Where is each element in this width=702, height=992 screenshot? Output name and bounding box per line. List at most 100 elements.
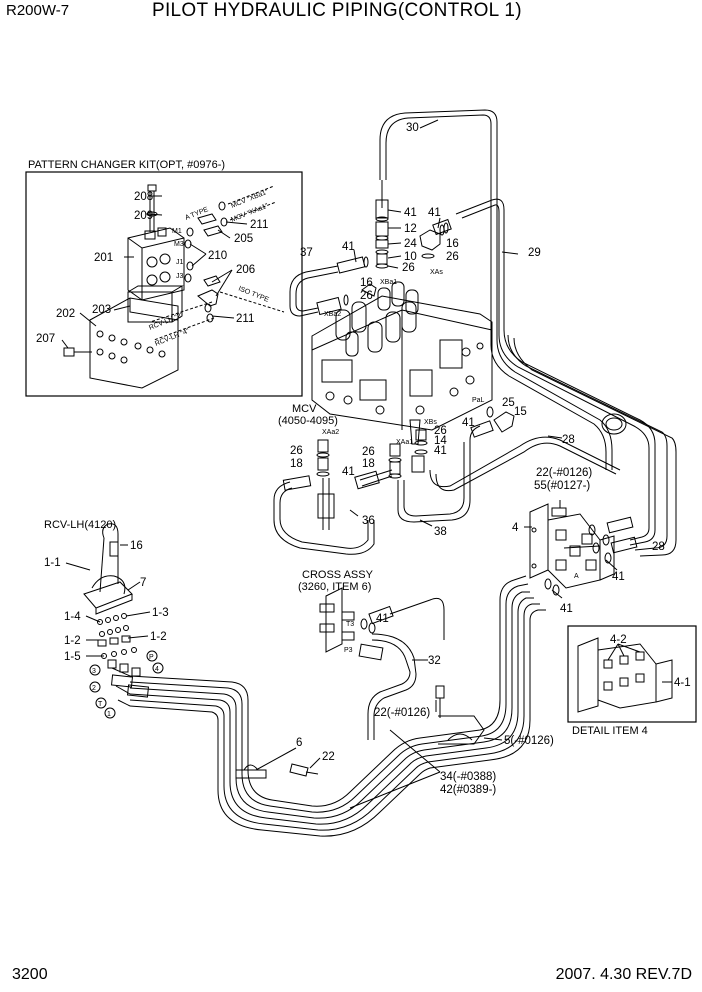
model-label: R200W-7 <box>6 2 70 19</box>
port-xbs: XBs <box>424 419 437 426</box>
detail-caption: DETAIL ITEM 4 <box>572 725 648 737</box>
cross-assy-caption: CROSS ASSY <box>302 569 374 581</box>
hose-37 <box>289 265 339 317</box>
part-18-a: 18 <box>290 458 303 470</box>
page-title: PILOT HYDRAULIC PIPING(CONTROL 1) <box>152 0 522 21</box>
kit-frame <box>25 171 303 397</box>
hose-38 <box>397 425 481 523</box>
pipe-bundle-34 <box>129 575 527 807</box>
part-16-a: 16 <box>446 238 459 250</box>
adapter-12 <box>375 221 389 237</box>
part-41-d: 41 <box>462 417 475 429</box>
part-1-2-right: 1-2 <box>150 631 167 643</box>
part-41-e: 41 <box>434 445 447 457</box>
part-41-i: 41 <box>376 613 389 625</box>
part-41-f: 41 <box>342 466 355 478</box>
port-xaa1: XAa1 <box>396 439 413 446</box>
part-41-b: 41 <box>428 207 441 219</box>
part-16-b: 16 <box>360 277 373 289</box>
part-207: 207 <box>36 333 55 345</box>
part-1-2-left: 1-2 <box>64 635 81 647</box>
part-28-a: 28 <box>562 434 575 446</box>
clamp-5 <box>438 715 485 745</box>
part-22-lower: 22 <box>322 751 335 763</box>
part-203: 203 <box>92 304 111 316</box>
part-36: 36 <box>362 515 375 527</box>
kit-caption: PATTERN CHANGER KIT(OPT, #0976-) <box>28 159 225 171</box>
cross-assy-ref-caption: (3260, ITEM 6) <box>298 581 371 593</box>
hose-fitting-41 <box>375 199 389 219</box>
clamp <box>601 413 627 435</box>
part-210: 210 <box>208 250 227 262</box>
part-201: 201 <box>94 252 113 264</box>
main-control-valve <box>311 295 493 431</box>
rcv-caption: RCV-LH(4120) <box>44 519 116 531</box>
port-p3: P3 <box>344 647 353 654</box>
mcv-range-caption: (4050-4095) <box>278 415 338 427</box>
port-circle-1: 1 <box>107 711 111 718</box>
cross-assy <box>325 587 343 653</box>
detail-frame <box>567 625 697 723</box>
bolt-207 <box>63 347 75 357</box>
part-15: 15 <box>514 406 527 418</box>
part-26-b: 26 <box>402 262 415 274</box>
part-41-a: 41 <box>404 207 417 219</box>
pipe-30 <box>379 109 613 470</box>
part-6: 6 <box>296 737 302 749</box>
part-1-5: 1-5 <box>64 651 81 663</box>
rcv-handle <box>102 523 119 584</box>
pipe-32 <box>367 639 411 740</box>
port-circle-2: 2 <box>92 685 96 692</box>
iso-type-label: ISO TYPE <box>237 285 270 304</box>
block-201 <box>127 227 185 301</box>
a-type-label: A TYPE <box>184 206 210 222</box>
part-22-upper: 22(-#0126) <box>536 467 592 479</box>
part-26-a: 26 <box>446 251 459 263</box>
port-circle-4: 4 <box>155 666 159 673</box>
part-26-f: 26 <box>434 425 447 437</box>
fitting-205 <box>197 213 217 225</box>
part-41-h: 41 <box>560 603 573 615</box>
port-m1: M1 <box>172 228 182 235</box>
hose-36 <box>273 481 375 555</box>
washer-209 <box>146 211 158 217</box>
part-22-middle: 22(-#0126) <box>374 707 430 719</box>
part-14: 14 <box>434 435 447 447</box>
part-41-c: 41 <box>342 241 355 253</box>
part-29: 29 <box>528 247 541 259</box>
page-number: 3200 <box>12 966 48 983</box>
port-t3: T3 <box>346 621 354 628</box>
port-a: A <box>574 573 579 580</box>
port-xba2: XBa2 <box>324 311 341 318</box>
part-26-c: 26 <box>360 290 373 302</box>
part-211-upper: 211 <box>250 219 268 231</box>
clamp-6 <box>235 769 267 779</box>
port-j3: J3 <box>176 273 184 280</box>
port-xas: XAs <box>430 269 443 276</box>
fitting-22 <box>289 763 309 777</box>
port-circle-p: P <box>149 654 154 661</box>
part-211-lower: 211 <box>236 313 254 325</box>
part-12: 12 <box>404 223 417 235</box>
part-5: 5(-#0126) <box>504 735 554 747</box>
pipe-28 <box>429 436 621 488</box>
part-4-2: 4-2 <box>610 634 627 646</box>
mcv-caption: MCV <box>292 403 317 415</box>
part-4: 4 <box>512 522 519 534</box>
part-1-1: 1-1 <box>44 557 61 569</box>
part-10: 10 <box>404 251 417 263</box>
part-206: 206 <box>236 264 255 276</box>
part-34: 34(-#0388) <box>440 771 496 783</box>
part-30: 30 <box>406 122 419 134</box>
port-circle-t: T <box>98 701 103 708</box>
part-208: 208 <box>134 191 153 203</box>
part-26-d: 26 <box>290 445 303 457</box>
part-25: 25 <box>502 397 515 409</box>
pipe-29 <box>455 198 656 546</box>
part-24: 24 <box>404 238 417 250</box>
part-18-b: 18 <box>362 458 375 470</box>
part-205: 205 <box>234 233 253 245</box>
part-28-b: 28 <box>652 541 665 553</box>
part-202: 202 <box>56 308 75 320</box>
